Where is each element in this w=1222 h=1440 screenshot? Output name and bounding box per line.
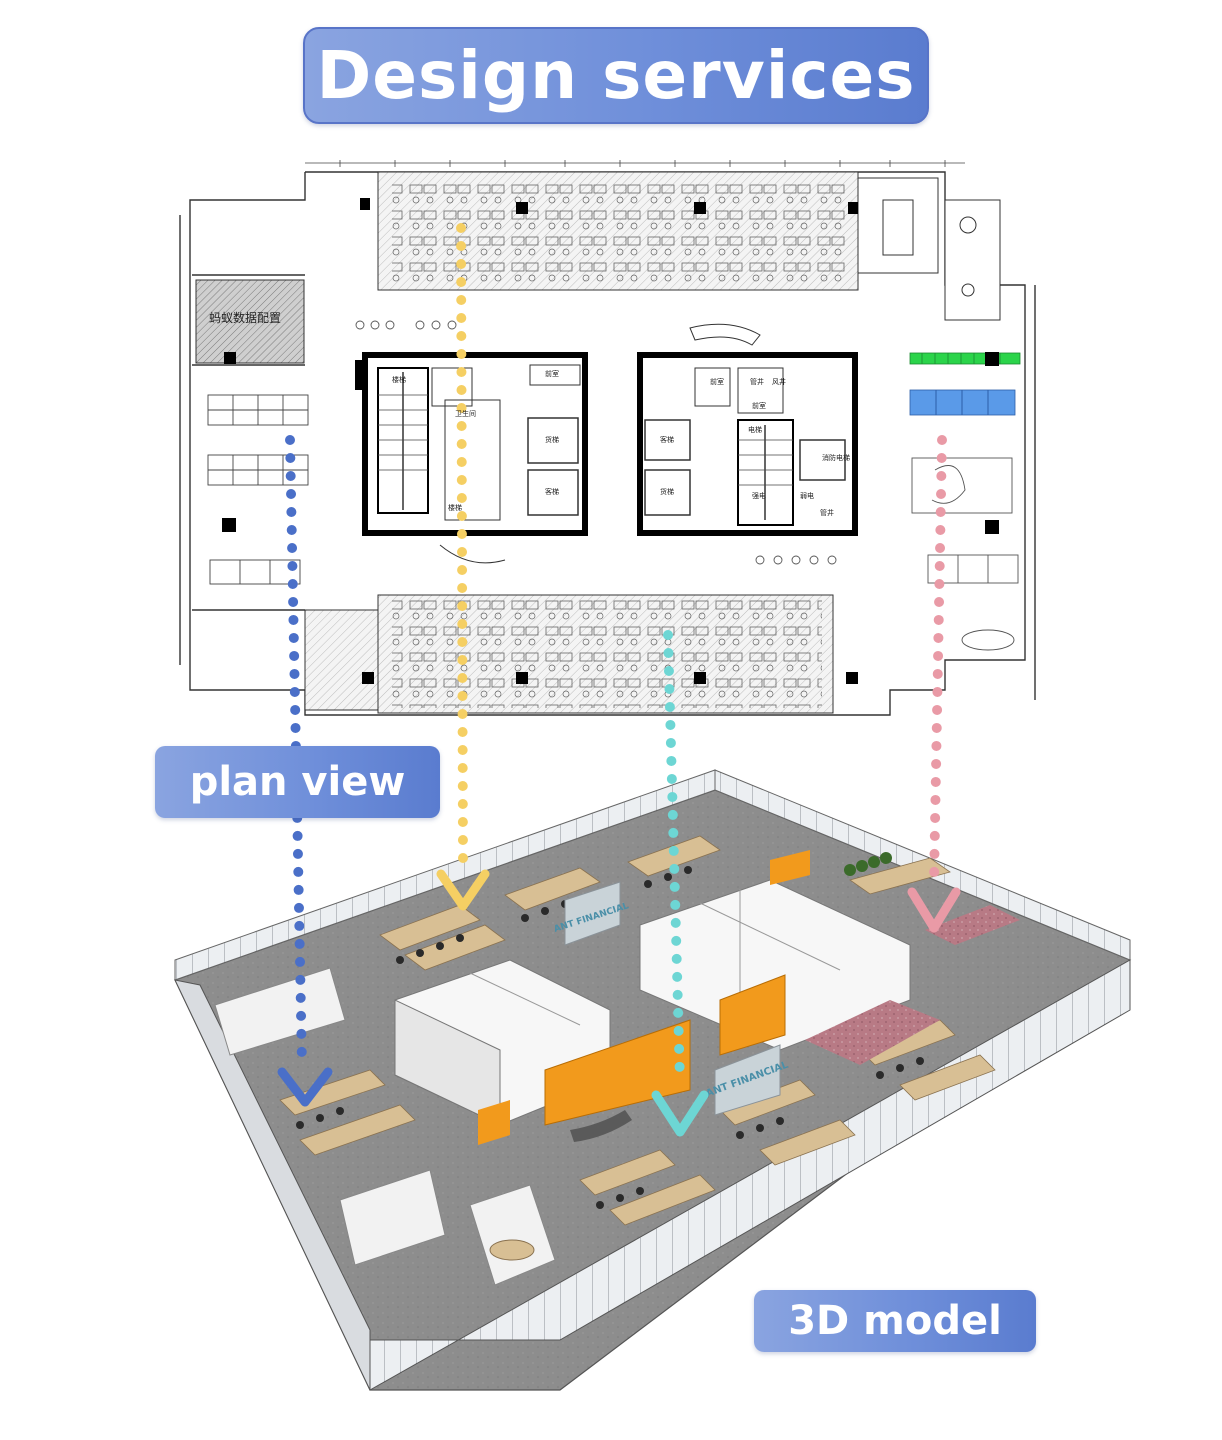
model-logo-wall-1	[564, 881, 621, 946]
plan-core-label: 电梯	[748, 425, 762, 434]
model-3d: ANT FINANCIAL ANT FINANCIAL	[174, 769, 1132, 1391]
plan-view-badge: plan view	[155, 746, 440, 818]
plan-top-desks	[392, 178, 847, 283]
connector-yellow	[456, 223, 468, 865]
model-plants	[844, 852, 892, 876]
plan-lounge-room	[944, 199, 1001, 321]
connector-cyan	[663, 630, 685, 1087]
connectors	[277, 223, 961, 1137]
plan-view-label: plan view	[189, 759, 406, 805]
plan-core-label: 楼梯	[392, 375, 406, 384]
plan-core-label: 客梯	[660, 435, 674, 444]
plan-dimension-top	[305, 160, 965, 167]
chevron-down-icon	[651, 1090, 709, 1137]
model-left-rooms	[214, 967, 556, 1286]
plan-core-label: 货梯	[660, 487, 674, 496]
chevron-down-icon	[277, 1067, 333, 1107]
plan-core-left	[355, 352, 588, 536]
plan-core-label: 卫生间	[455, 409, 476, 418]
connector-blue	[285, 435, 307, 1070]
model-reception-desk	[570, 1110, 632, 1142]
model-desks	[279, 835, 996, 1226]
plan-core-label: 消防电梯	[822, 453, 850, 462]
plan-conference-room	[857, 177, 939, 274]
plan-core-label: 前室	[545, 369, 559, 378]
model-chairs	[296, 866, 924, 1209]
model-3d-badge: 3D model	[754, 1290, 1036, 1352]
plan-core-label: 楼梯	[448, 503, 462, 512]
plan-reception-desk	[689, 323, 761, 346]
plan-core-right	[637, 352, 858, 536]
plan-columns	[360, 198, 858, 684]
plan-core-label: 管井	[820, 508, 834, 517]
plan-bottom-desks	[392, 600, 822, 708]
connector-pink	[929, 435, 947, 885]
plan-core-label: 管井	[750, 377, 764, 386]
plan-core-label: 前室	[752, 401, 766, 410]
plan-right-lounge	[911, 457, 1019, 651]
plan-green-storage	[909, 352, 1021, 365]
page-title: Design services	[316, 37, 916, 114]
model-logo-wall-2	[714, 1044, 781, 1116]
plan-core-label: 弱电	[800, 491, 814, 500]
plan-core-label: 风井	[772, 377, 786, 386]
chevron-down-icon	[436, 869, 490, 911]
plan-server-room	[195, 279, 305, 364]
chevron-down-icon	[907, 887, 961, 933]
plan-room-label: 蚂蚁数据配置	[209, 310, 281, 325]
plan-left-desks	[207, 394, 309, 585]
model-carpet	[805, 1000, 940, 1065]
floor-plan: 蚂蚁数据配置	[179, 160, 1036, 716]
plan-core-label: 前室	[710, 377, 724, 386]
plan-core-label: 强电	[752, 491, 766, 500]
plan-column	[222, 518, 236, 532]
title-badge: Design services	[303, 27, 929, 124]
model-left-facade	[174, 979, 371, 1391]
model-3d-label: 3D model	[788, 1298, 1002, 1344]
plan-core-label: 客梯	[545, 487, 559, 496]
model-front-facade	[369, 959, 1131, 1391]
plan-column	[224, 352, 236, 364]
plan-core-label: 货梯	[545, 435, 559, 444]
